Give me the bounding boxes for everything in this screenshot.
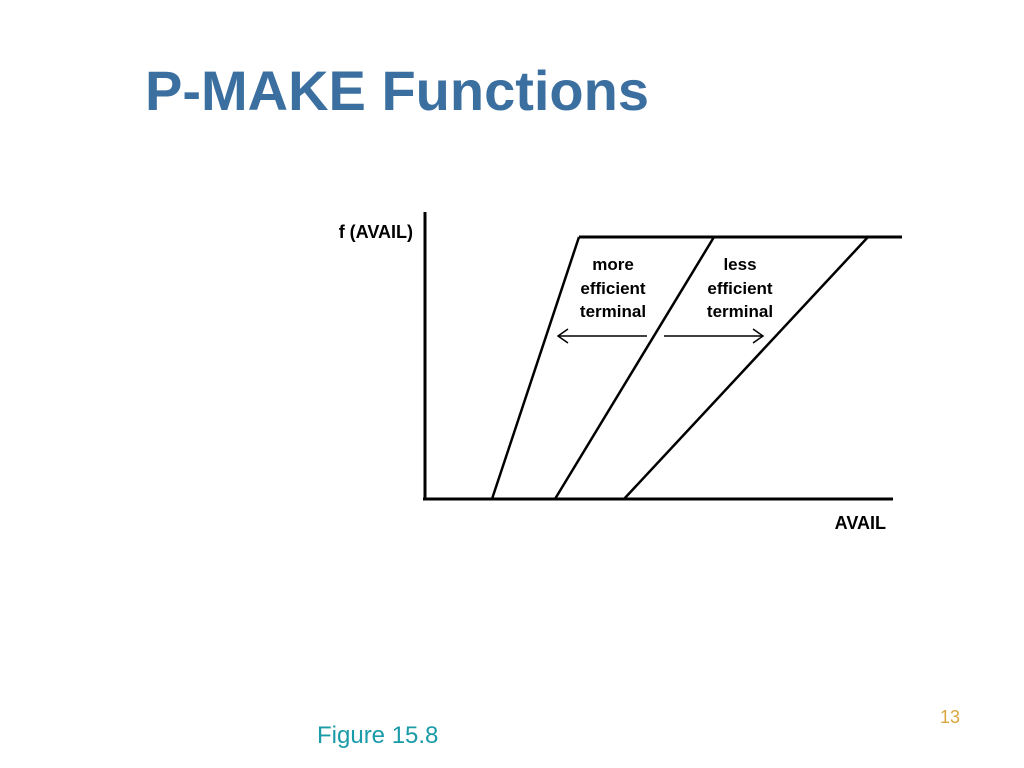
y-axis-label: f (AVAIL) — [339, 222, 413, 242]
ramp-line-more-efficient — [490, 236, 581, 500]
arrow-left — [556, 328, 647, 344]
annotation-less-line-3: terminal — [707, 302, 773, 321]
arrow-right — [664, 328, 765, 344]
ramp-line-middle — [553, 236, 716, 500]
x-axis-label: AVAIL — [835, 513, 886, 533]
annotation-less-line-2: efficient — [707, 279, 773, 298]
annotation-more-line-3: terminal — [580, 302, 646, 321]
annotation-less-line-1: less — [723, 255, 756, 274]
page-number: 13 — [940, 707, 961, 727]
ramp-line-less-efficient — [623, 236, 869, 500]
annotation-more-line-1: more — [592, 255, 634, 274]
figure-caption: Figure 15.8 — [317, 722, 439, 749]
annotation-more-line-2: efficient — [580, 279, 646, 298]
slide-title: P-MAKE Functions — [145, 59, 649, 122]
